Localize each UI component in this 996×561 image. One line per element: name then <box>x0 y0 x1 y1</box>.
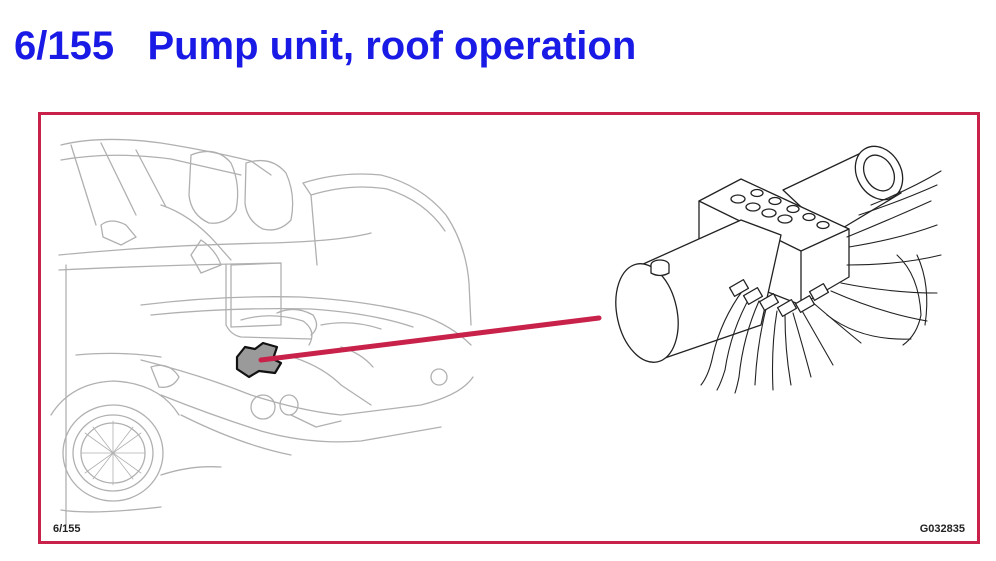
figure-code: G032835 <box>919 523 965 535</box>
diagram-canvas <box>50 138 942 526</box>
figure-number: 6/155 <box>53 523 81 535</box>
pump-unit-illustration <box>615 145 942 394</box>
illustration-frame: 6/155 G032835 <box>38 112 980 544</box>
pointer-line <box>258 315 602 363</box>
car-illustration <box>50 138 474 526</box>
page-title: 6/155 Pump unit, roof operation <box>14 24 637 68</box>
